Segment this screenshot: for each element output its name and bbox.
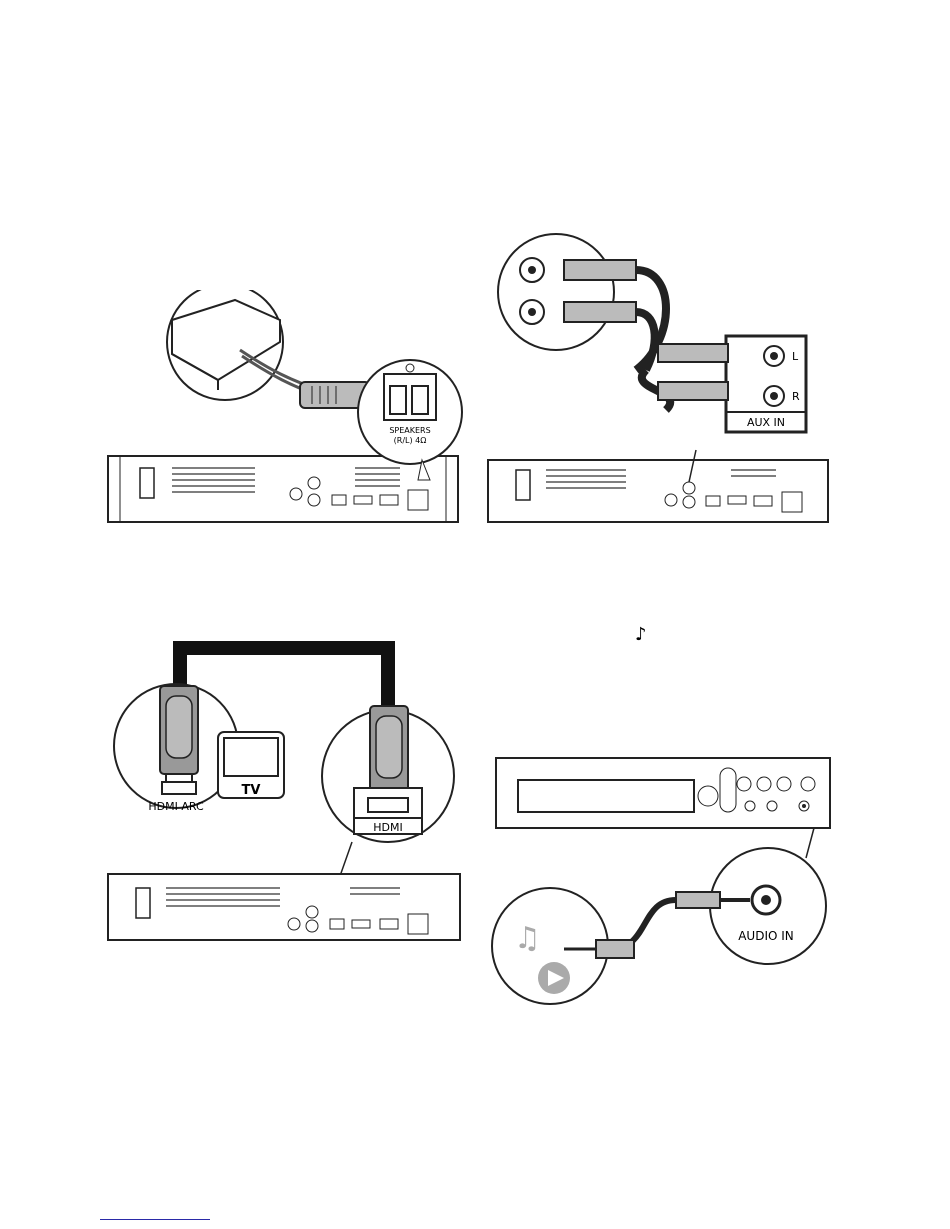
audio-in-callout: AUDIO IN (676, 828, 826, 964)
aux-label-left: L (792, 350, 799, 363)
aux-in-callout: L R AUX IN (658, 336, 806, 432)
speakers-diagram: SPEAKERS (R/L) 4Ω (100, 290, 470, 530)
source-rca-callout (498, 234, 636, 350)
unit-hdmi-label: HDMI (373, 821, 402, 834)
tv-hdmi-arc-callout: HDMI ARC TV (114, 684, 284, 813)
aux-in-connection-panel: L R AUX IN (486, 230, 836, 530)
audio-in-diagram: ♪ AUDIO IN (490, 618, 850, 1018)
hdmi-port-icon (368, 798, 408, 812)
hdmi-connection-panel: HDMI ARC TV HDMI (100, 636, 470, 948)
music-player-callout: ♫ (492, 888, 634, 1004)
speaker-cable-callout (167, 290, 370, 408)
unit-front-panel (496, 758, 830, 828)
hdmi-port-icon (162, 782, 196, 794)
tv-label: TV (242, 783, 261, 798)
audio-in-label: AUDIO IN (738, 929, 794, 943)
tv-port-label: HDMI ARC (148, 800, 204, 813)
aux-in-label: AUX IN (747, 416, 785, 429)
speakers-label-line1: SPEAKERS (389, 426, 430, 435)
aux-label-right: R (792, 390, 800, 403)
music-note-glyph: ♪ (635, 624, 647, 645)
hdmi-diagram: HDMI ARC TV HDMI (100, 636, 470, 948)
speakers-connection-panel: SPEAKERS (R/L) 4Ω (100, 290, 470, 530)
music-note-icon: ♫ (514, 921, 541, 956)
volume-control (720, 768, 736, 812)
footer-rule (100, 1219, 210, 1220)
unit-rear-panel (108, 874, 460, 940)
audio-in-connection-panel: ♪ AUDIO IN (490, 618, 850, 1018)
unit-rear-panel (108, 456, 458, 522)
speakers-label-line2: (R/L) 4Ω (394, 436, 427, 445)
aux-diagram: L R AUX IN (486, 230, 836, 530)
unit-rear-panel (488, 450, 828, 522)
